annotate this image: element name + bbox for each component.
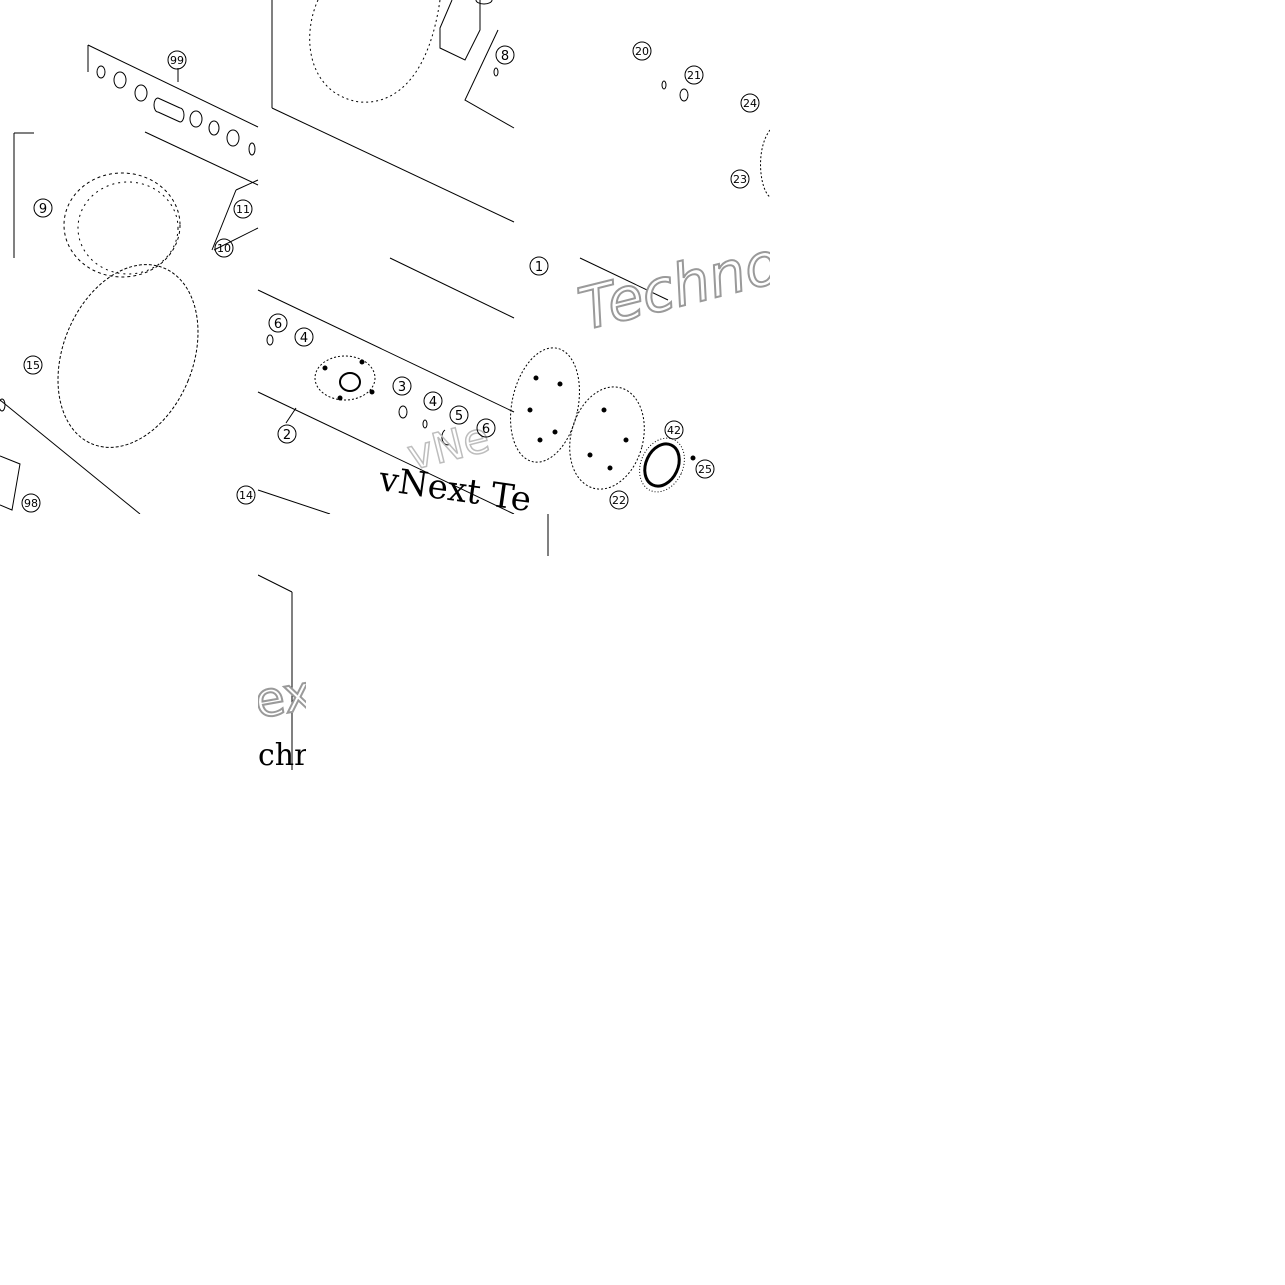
callout-2: 2 — [277, 424, 297, 444]
svg-text:10: 10 — [217, 242, 231, 255]
svg-text:6: 6 — [274, 317, 282, 332]
svg-text:98: 98 — [24, 497, 38, 510]
brake-disc-22 — [569, 386, 645, 490]
small-part — [661, 80, 667, 90]
svg-text:14: 14 — [239, 489, 253, 502]
callout-6-upper: 6 — [268, 313, 288, 333]
tile-top-middle — [271, 0, 515, 223]
callout-98: 98 — [21, 493, 41, 513]
svg-text:1: 1 — [535, 260, 543, 275]
seal — [398, 405, 408, 419]
snap-ring — [441, 429, 451, 446]
callout-22: 22 — [609, 490, 629, 510]
housing-block — [439, 0, 481, 61]
bearing-part — [134, 84, 148, 102]
callout-3: 3 — [392, 376, 412, 396]
seal-part — [208, 120, 220, 136]
watermark-techno: Techno — [572, 228, 787, 344]
housing-arc — [309, 0, 441, 103]
gear-ring-42 — [643, 442, 681, 488]
callout-4-upper: 4 — [294, 327, 314, 347]
small-part — [679, 88, 689, 102]
svg-text:42: 42 — [667, 424, 681, 437]
svg-text:15: 15 — [26, 359, 40, 372]
svg-text:22: 22 — [612, 494, 626, 507]
callout-1: 1 — [529, 256, 549, 276]
callout-14: 14 — [236, 485, 256, 505]
svg-text:99: 99 — [170, 54, 184, 67]
callout-6-lower: 6 — [476, 418, 496, 438]
callout-9: 9 — [33, 198, 53, 218]
washer-part — [96, 65, 106, 79]
shaft-part — [153, 97, 185, 123]
bearing-part — [226, 129, 240, 147]
hub — [314, 355, 376, 401]
svg-text:2: 2 — [283, 428, 291, 443]
callout-5: 5 — [449, 405, 469, 425]
ring-9 — [63, 172, 181, 278]
callout-23: 23 — [730, 169, 750, 189]
ring-15 — [57, 264, 199, 448]
ring-9-inner — [77, 181, 179, 275]
svg-text:9: 9 — [39, 202, 47, 217]
tile-middle — [257, 257, 515, 770]
callouts: 99 8 20 21 24 23 9 11 10 1 15 6 4 3 4 5 … — [21, 41, 760, 513]
watermark-ex: ex — [250, 665, 316, 730]
tile-middle-left — [0, 264, 199, 515]
callout-8: 8 — [495, 45, 515, 65]
callout-42: 42 — [664, 420, 684, 440]
bracket-98 — [0, 455, 21, 511]
callout-99: 99 — [167, 50, 187, 70]
svg-text:6: 6 — [482, 422, 490, 437]
tile-top-right — [579, 80, 771, 301]
callout-20: 20 — [632, 41, 652, 61]
partial-disc — [760, 129, 771, 198]
svg-text:24: 24 — [743, 97, 757, 110]
callout-24: 24 — [740, 93, 760, 113]
callout-11: 11 — [233, 199, 253, 219]
svg-text:4: 4 — [300, 331, 308, 346]
bearing-part — [113, 71, 127, 89]
svg-text:21: 21 — [687, 69, 701, 82]
callout-25: 25 — [695, 459, 715, 479]
svg-text:23: 23 — [733, 173, 747, 186]
ring-part — [248, 142, 256, 156]
brake-disc-1 — [510, 347, 580, 463]
bearing-part — [189, 110, 203, 128]
bracket-8 — [464, 29, 515, 129]
svg-text:3: 3 — [398, 380, 406, 395]
svg-text:5: 5 — [455, 409, 463, 424]
callout-21: 21 — [684, 65, 704, 85]
watermark-vne-outline: vNe — [403, 412, 495, 479]
svg-text:20: 20 — [635, 45, 649, 58]
svg-text:25: 25 — [698, 463, 712, 476]
hub-center — [339, 372, 361, 392]
tile-top-left — [13, 44, 259, 278]
watermark-chr: chr — [258, 738, 309, 773]
callout-4-lower: 4 — [423, 391, 443, 411]
svg-text:11: 11 — [236, 203, 250, 216]
svg-text:8: 8 — [501, 49, 509, 64]
svg-text:4: 4 — [429, 395, 437, 410]
callout-15: 15 — [23, 355, 43, 375]
callout-10: 10 — [214, 238, 234, 258]
tile-middle-right — [510, 347, 696, 556]
bracket — [211, 179, 259, 251]
